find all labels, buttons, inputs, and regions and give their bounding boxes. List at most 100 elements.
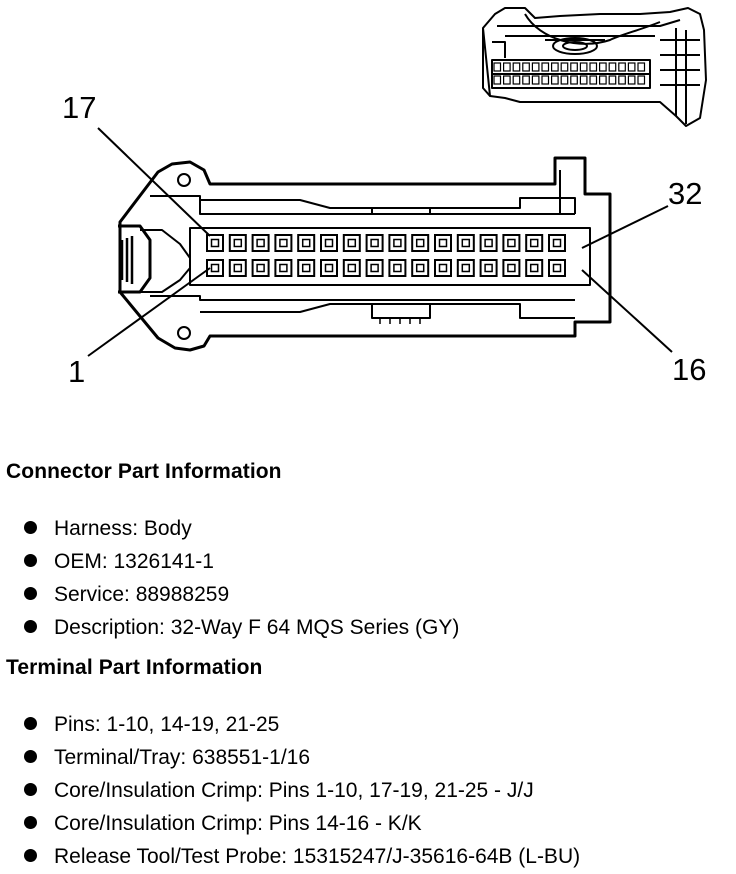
pin-cavity <box>502 259 521 277</box>
iso-pin-cell <box>589 62 598 72</box>
pin-terminal <box>438 238 448 248</box>
list-item: Terminal/Tray: 638551-1/16 <box>24 741 580 774</box>
iso-pin-cell <box>570 62 578 72</box>
pin-cavity <box>479 234 498 252</box>
pin-cavity <box>411 234 430 252</box>
pin-cavity <box>274 259 293 277</box>
pin-cavity <box>411 259 430 277</box>
bullet-icon <box>24 750 37 763</box>
bullet-icon <box>24 783 37 796</box>
iso-pin-cell <box>589 75 598 85</box>
iso-pin-cell <box>503 62 511 72</box>
list-item-text: Terminal/Tray: 638551-1/16 <box>54 746 311 769</box>
bullet-icon <box>24 554 37 567</box>
pin-cavity <box>548 259 566 277</box>
pin-cavity <box>548 234 566 252</box>
iso-pin-cell <box>637 75 646 85</box>
iso-pin-cell <box>503 75 511 85</box>
pin-terminal <box>484 238 493 248</box>
pin-cavity <box>206 234 224 252</box>
bullet-icon <box>24 587 37 600</box>
pin-terminal <box>347 263 357 273</box>
connector-3d-illustration <box>482 7 707 127</box>
pin-terminal <box>256 263 265 273</box>
list-item-text: Pins: 1-10, 14-19, 21-25 <box>54 713 280 736</box>
pin-cavity <box>251 234 270 252</box>
pin-label-17: 17 <box>62 90 96 125</box>
list-item: Description: 32-Way F 64 MQS Series (GY) <box>24 611 459 644</box>
list-item: OEM: 1326141-1 <box>24 545 459 578</box>
pin-cavity <box>365 234 384 252</box>
pin-cavity <box>320 234 338 252</box>
list-item: Core/Insulation Crimp: Pins 1-10, 17-19,… <box>24 774 580 807</box>
pin-cavity <box>388 259 407 277</box>
pin-label-32: 32 <box>668 176 702 211</box>
bullet-icon <box>24 717 37 730</box>
pin-cavity <box>456 234 475 252</box>
iso-pin-cell <box>579 62 588 72</box>
pin-cavity <box>297 259 316 277</box>
pin-cavity <box>228 259 247 277</box>
pin-terminal <box>461 238 471 248</box>
pin-cavity <box>525 234 544 252</box>
pin-terminal <box>324 263 334 273</box>
pin-cavity <box>274 234 293 252</box>
pin-leader-lines <box>87 127 673 357</box>
iso-pin-cell <box>522 75 530 85</box>
iso-pin-cell <box>618 62 626 72</box>
pin-terminal <box>370 238 379 248</box>
pin-label-1: 1 <box>68 354 85 389</box>
iso-pin-cell <box>598 62 607 72</box>
pin-terminal <box>461 263 471 273</box>
iso-pin-cell <box>541 62 550 72</box>
pin-terminal <box>415 263 425 273</box>
list-item: Service: 88988259 <box>24 578 459 611</box>
iso-pin-cell <box>608 75 617 85</box>
pin-terminal <box>279 263 288 273</box>
pin-cavity <box>434 234 452 252</box>
iso-pin-cell <box>637 62 646 72</box>
list-item-text: OEM: 1326141-1 <box>54 550 214 573</box>
list-item-text: Core/Insulation Crimp: Pins 1-10, 17-19,… <box>54 779 534 802</box>
iso-pin-cell <box>550 62 559 72</box>
iso-pin-cell <box>560 75 569 85</box>
iso-pin-cell <box>608 62 617 72</box>
pin-terminal <box>370 263 379 273</box>
pin-terminal <box>233 263 243 273</box>
pin-cavity <box>320 259 338 277</box>
iso-pin-cell <box>550 75 559 85</box>
iso-pin-cell <box>512 62 521 72</box>
pin-terminal <box>438 263 448 273</box>
list-item-text: Harness: Body <box>54 517 192 540</box>
pin-cavity <box>365 259 384 277</box>
list-item-text: Core/Insulation Crimp: Pins 14-16 - K/K <box>54 812 422 835</box>
pin-terminal <box>301 263 311 273</box>
connector-3d-pin-cells <box>493 62 646 85</box>
bullet-icon <box>24 620 37 633</box>
iso-pin-cell <box>560 62 569 72</box>
bullet-icon <box>24 521 37 534</box>
bullet-icon <box>24 816 37 829</box>
pin-cavity <box>342 259 361 277</box>
pin-label-16: 16 <box>672 352 706 387</box>
pin-cavity <box>297 234 316 252</box>
iso-pin-cell <box>570 75 578 85</box>
pin-terminal <box>256 238 265 248</box>
connector-part-info-title: Connector Part Information <box>6 460 282 483</box>
iso-pin-cell <box>512 75 521 85</box>
pin-cavity <box>342 234 361 252</box>
iso-pin-cell <box>531 75 540 85</box>
iso-pin-cell <box>618 75 626 85</box>
pin-terminal <box>393 238 402 248</box>
iso-pin-cell <box>579 75 588 85</box>
list-item: Pins: 1-10, 14-19, 21-25 <box>24 708 580 741</box>
pin-terminal <box>529 238 539 248</box>
pin-cavity <box>251 259 270 277</box>
pin-cavity <box>479 259 498 277</box>
pin-terminal <box>552 238 562 248</box>
pin-terminal <box>324 238 334 248</box>
pin-cavity <box>388 234 407 252</box>
list-item: Harness: Body <box>24 512 459 545</box>
